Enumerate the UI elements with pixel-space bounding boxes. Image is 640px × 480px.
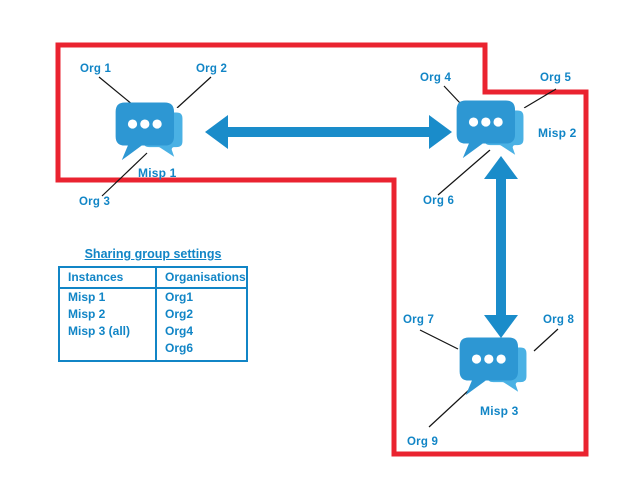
instance-cell: Misp 3 (all) xyxy=(59,323,157,340)
misp3-chat-icon xyxy=(460,338,529,398)
leader-line-org3 xyxy=(101,152,148,197)
sharing-group-boundary xyxy=(55,42,589,457)
leader-line-org1 xyxy=(98,76,134,106)
leader-lines xyxy=(98,76,559,428)
sharing-group-table: Instances Organisations Misp 1 Org1 Misp… xyxy=(58,266,248,362)
org3-label: Org 3 xyxy=(79,196,111,208)
instance-cell: Misp 2 xyxy=(59,306,157,323)
leader-line-org5 xyxy=(518,88,557,112)
org5-label: Org 5 xyxy=(540,72,572,84)
leader-line-org6 xyxy=(437,149,491,196)
misp3-label: Misp 3 xyxy=(480,404,519,418)
sync-arrow-misp1-misp2 xyxy=(205,115,452,149)
organisation-cell: Org6 xyxy=(165,341,194,355)
leader-line-org4 xyxy=(443,85,461,104)
organisation-cell: Org1 xyxy=(165,290,194,304)
table-header-row: Instances Organisations xyxy=(59,267,247,289)
table-row: Misp 2 Org2 xyxy=(59,306,247,323)
misp2-label: Misp 2 xyxy=(538,126,577,140)
leader-line-org8 xyxy=(533,328,559,352)
instance-cell: Misp 1 xyxy=(59,288,157,306)
leader-line-org9 xyxy=(428,389,470,428)
org6-label: Org 6 xyxy=(423,195,455,207)
org8-label: Org 8 xyxy=(543,314,575,326)
leader-line-org7 xyxy=(419,329,459,350)
instances-header: Instances xyxy=(59,267,157,289)
table-row: Misp 1 Org1 xyxy=(59,288,247,306)
table-row: Misp 3 (all) Org4 xyxy=(59,323,247,340)
sharing-group-title: Sharing group settings xyxy=(84,247,222,261)
leader-line-org2 xyxy=(176,76,212,109)
organisation-cell: Org2 xyxy=(165,307,194,321)
sync-arrow-misp2-misp3 xyxy=(484,156,518,338)
misp1-label: Misp 1 xyxy=(138,166,177,180)
instance-cell xyxy=(59,340,157,361)
org1-label: Org 1 xyxy=(80,63,112,75)
organisation-cell: Org4 xyxy=(165,324,194,338)
organisations-header: Organisations xyxy=(156,267,247,289)
misp1-chat-icon xyxy=(116,103,185,163)
table-row: Org6 xyxy=(59,340,247,361)
org7-label: Org 7 xyxy=(403,314,435,326)
misp2-chat-icon xyxy=(457,101,526,161)
org9-label: Org 9 xyxy=(407,436,439,448)
sharing-group-settings: Sharing group settings Instances Organis… xyxy=(58,247,248,362)
org4-label: Org 4 xyxy=(420,72,452,84)
org2-label: Org 2 xyxy=(196,63,228,75)
